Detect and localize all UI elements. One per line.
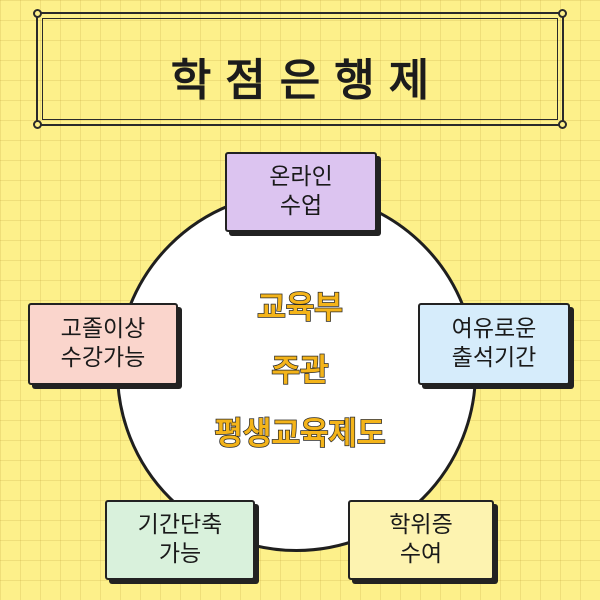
frame-corner-dot (33, 9, 42, 18)
node-degree-line-1: 학위증 (389, 511, 453, 538)
node-degree-award: 학위증 수여 (348, 500, 494, 580)
node-online-line-1: 온라인 (269, 163, 333, 190)
node-online-class: 온라인 수업 (225, 152, 377, 232)
node-attendance-line-1: 여유로운 (451, 315, 537, 342)
node-high-school-graduate: 고졸이상 수강가능 (28, 303, 178, 385)
frame-corner-dot (558, 120, 567, 129)
node-shorten-line-1: 기간단축 (137, 511, 223, 538)
node-attendance-line-2: 출석기간 (451, 345, 537, 371)
node-online-line-2: 수업 (279, 193, 323, 219)
node-degree-line-2: 수여 (399, 541, 443, 567)
frame-corner-dot (558, 9, 567, 18)
node-shorten-line-2: 가능 (158, 541, 202, 567)
frame-corner-dot (33, 120, 42, 129)
title-frame: 학점은행제 (33, 9, 567, 129)
center-line-ministry: 교육부 (256, 289, 343, 327)
node-period-shortening: 기간단축 가능 (105, 500, 255, 580)
page-title: 학점은행제 (170, 55, 444, 106)
center-line-lifelong-education: 평생교육제도 (214, 415, 387, 453)
node-attendance-period: 여유로운 출석기간 (418, 303, 570, 385)
node-high-school-line-2: 수강가능 (60, 345, 146, 371)
center-line-hosted: 주관 (271, 352, 330, 390)
node-high-school-line-1: 고졸이상 (60, 315, 146, 342)
